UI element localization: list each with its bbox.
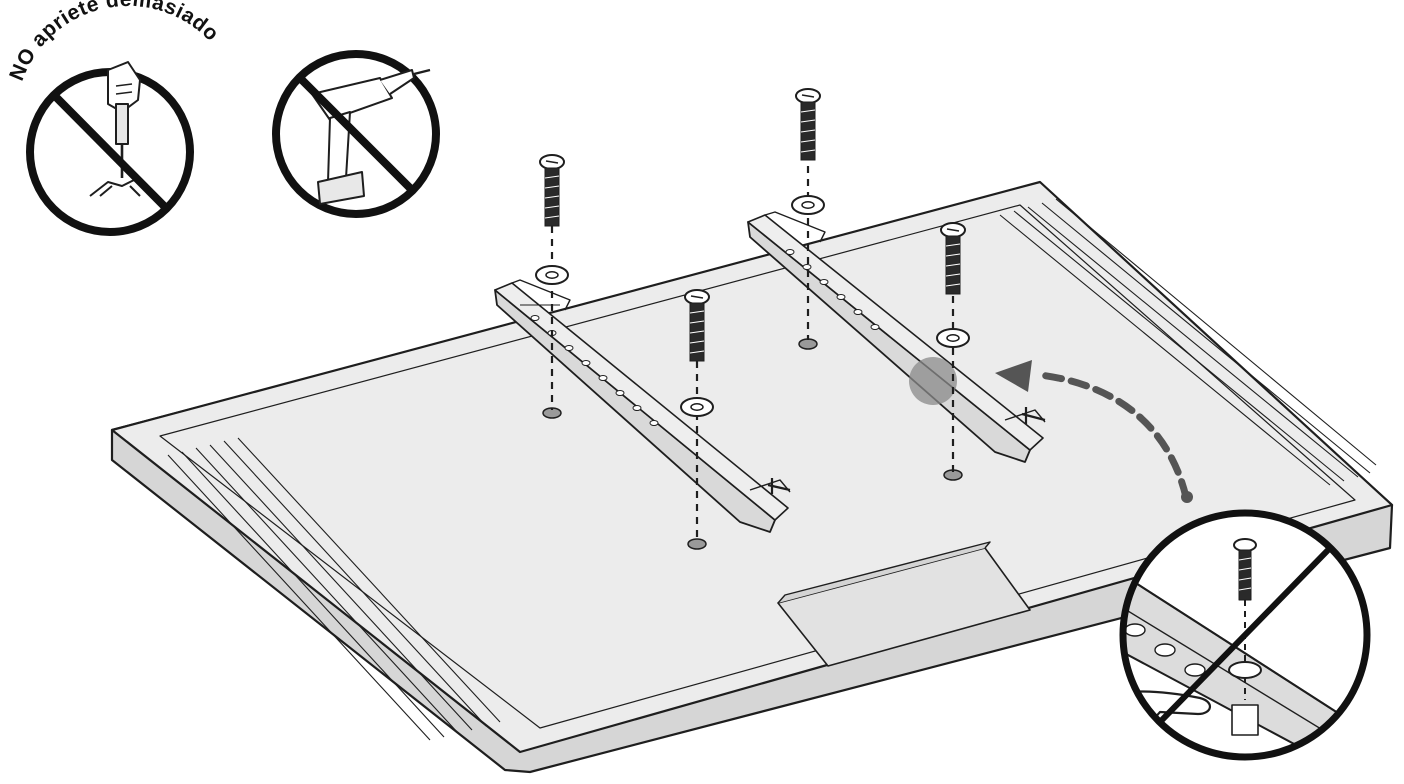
left-mount-bracket — [494, 279, 791, 533]
detail-prohibited-slash — [1157, 545, 1333, 725]
screw-3 — [795, 88, 821, 161]
mount-hole-2 — [687, 538, 707, 550]
callout-arrowhead — [995, 360, 1032, 392]
left-vent-grille — [167, 437, 501, 741]
screw-assemblies — [535, 88, 970, 540]
screw-4 — [940, 222, 966, 295]
callout-arrow — [995, 360, 1193, 503]
detail-highlight-spot — [909, 357, 957, 405]
prohibited-power-drill-icon — [272, 50, 440, 218]
screw-1 — [539, 154, 565, 227]
mount-hole-3 — [798, 338, 818, 350]
left-bracket-lock-screw — [767, 478, 791, 494]
right-bracket-lock-screw — [1021, 407, 1046, 424]
screw-2 — [684, 289, 710, 362]
overtighten-detail-callout — [1119, 509, 1371, 761]
right-vent-grille — [999, 198, 1377, 486]
tv-inner-border — [159, 204, 1356, 729]
tv-top-face — [110, 180, 1394, 754]
prohibited-screwdriver-icon: NO apriete demasiado — [5, 0, 223, 236]
right-mount-bracket — [747, 211, 1046, 463]
